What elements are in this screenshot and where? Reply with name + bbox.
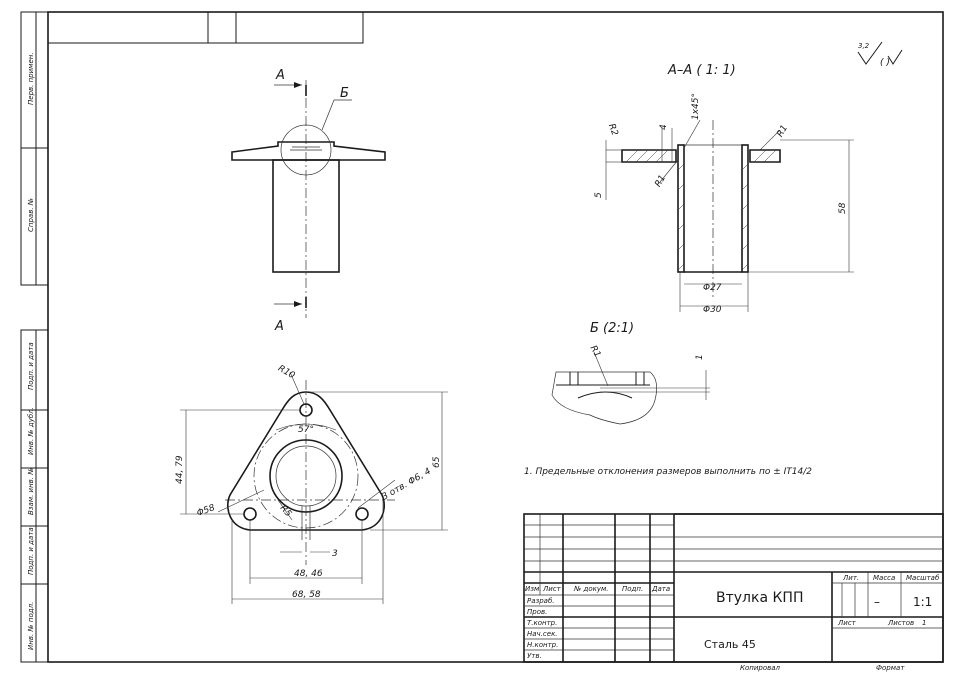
stamp-inv-dubl: Инв. № дубл. [27,407,35,455]
tb-mass-label: Масса [873,574,895,582]
tolerance-note: 1. Предельные отклонения размеров выполн… [524,467,812,477]
detail-title: Б (2:1) [590,321,634,336]
tb-role-razrab: Разраб. [527,597,555,605]
tb-header-list: Лист [542,585,562,593]
dim-44-79: 44, 79 [175,455,185,484]
dim-5: 5 [594,192,604,198]
roughness-suffix: ( ) [880,58,890,68]
section-a-a: А–А ( 1: 1) [594,63,854,315]
tb-role-tkontr: Т.контр. [527,619,557,627]
stamp-podp-data-2: Подп. и дата [27,527,35,575]
flange-outline [226,391,386,531]
tb-scale-value: 1:1 [913,595,932,609]
dim-58: 58 [838,202,848,214]
tb-header-podp: Подп. [622,585,643,593]
dim-3: 3 [332,549,338,559]
tb-mass-value: – [874,595,880,609]
tb-role-nkontr: Н.контр. [527,641,558,649]
tb-lit-label: Лит. [842,574,859,582]
tb-role-nachsek: Нач.сек. [527,630,558,638]
cut-label-a-bottom: А [274,319,284,334]
dim-48-46: 48, 46 [294,569,323,579]
tb-sheet-label: Лист [837,619,857,627]
dim-chamfer: 1x45° [691,93,701,120]
tb-sheets-label: Листов [887,619,914,627]
stamp-podp-data-1: Подп. и дата [27,342,35,390]
stamp-sprav: Справ. № [27,198,35,232]
dim-65: 65 [432,456,442,468]
stamp-vzam-inv: Взам. инв. № [27,467,35,515]
tb-sheets-value: 1 [922,619,926,627]
dim-angle-57: 57° [298,425,314,435]
detail-b-view: Б (2:1) R1 1 [551,321,710,425]
dim-phi58: Φ58 [196,503,217,519]
dim-4: 4 [659,124,669,130]
tb-header-doc: № докум. [573,585,609,593]
dim-holes: 3 отв. Φ6, 4 [381,466,434,502]
stamp-perv-primen: Перв. примен. [27,52,35,105]
roughness-value: 3,2 [858,42,870,50]
roughness-symbol: 3,2 ( ) [857,41,903,68]
detail-b-label: Б [340,86,349,101]
tb-role-utv: Утв. [527,652,542,660]
dim-r1-right: R1 [775,124,790,139]
dim-phi27: Φ27 [703,283,722,293]
dim-r5: R5 [278,504,294,520]
tb-part-name: Втулка КПП [716,590,803,606]
tb-header-data: Дата [651,585,670,593]
top-left-stamp [47,11,364,44]
dim-1-detail: 1 [695,354,705,360]
dim-phi30: Φ30 [703,305,722,315]
dim-r1-left: R1 [653,174,668,189]
tb-role-prov: Пров. [527,608,547,616]
dim-r1-detail: R1 [588,344,603,359]
cut-label-a-top: А [275,68,285,83]
section-title: А–А ( 1: 1) [667,63,736,78]
tb-copied-label: Копировал [740,664,781,672]
dim-68-58: 68, 58 [292,590,321,600]
mount-hole-left [243,507,257,521]
drawing-frame [47,11,944,663]
tb-scale-label: Масштаб [906,574,940,582]
title-block: Изм. Лист № докум. Подп. Дата Разраб. Пр… [523,513,944,672]
top-view: R10 57° 44, 79 65 Φ58 R5 3 отв. Φ6, 4 3 … [175,364,448,604]
tb-format-label: Формат [876,664,905,672]
stamp-inv-podl: Инв. № подл. [27,602,35,650]
tb-material: Сталь 45 [704,638,756,651]
detail-b-circle [280,124,332,176]
dim-r10: R10 [276,364,297,382]
mount-hole-right [355,507,369,521]
tb-header-izm: Изм. [525,585,541,593]
side-stamp: Перв. примен. Справ. № Подп. и дата Инв.… [20,11,49,663]
dim-r2: R2 [606,123,620,138]
front-view: А А Б [231,68,386,334]
